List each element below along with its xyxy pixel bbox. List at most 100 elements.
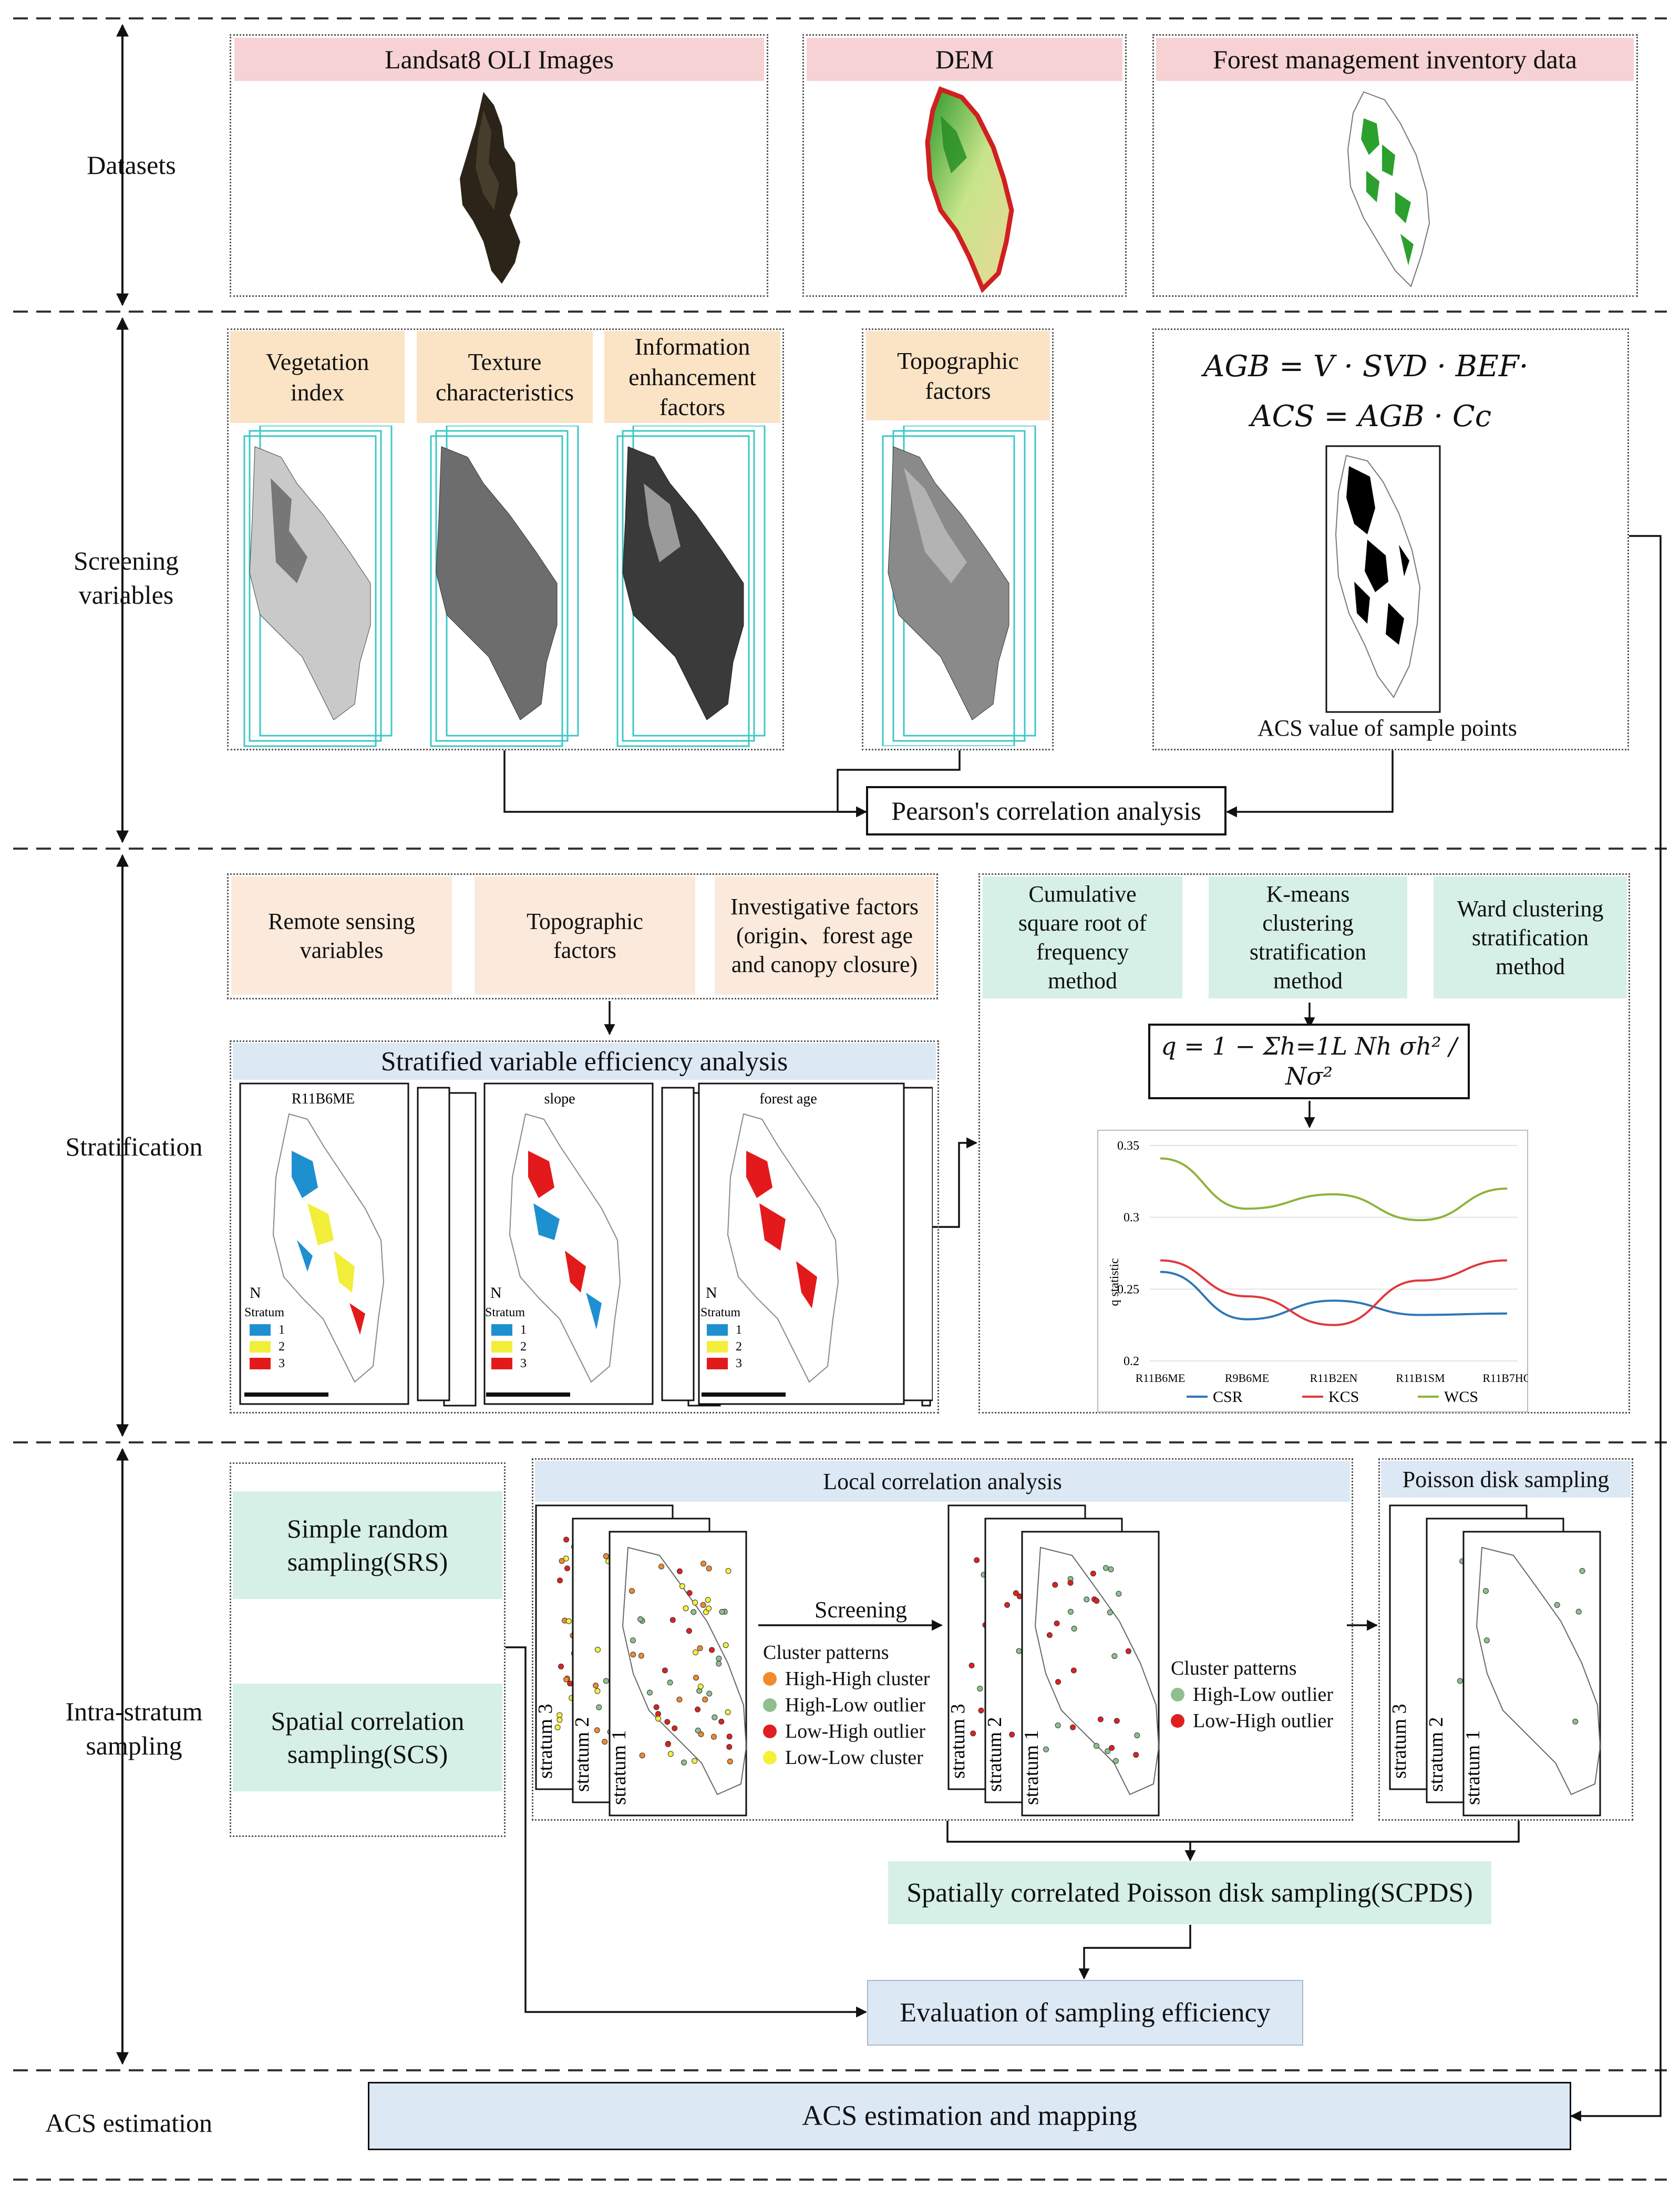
topographic-label: Topographic factors <box>866 331 1050 420</box>
sample-point <box>630 1637 636 1644</box>
screening-arrow-label: Screening <box>815 1597 907 1623</box>
sample-point <box>653 1704 659 1710</box>
svg-text:1: 1 <box>736 1323 742 1337</box>
sample-point <box>1107 1609 1113 1616</box>
svg-text:3: 3 <box>520 1357 527 1370</box>
cluster-label: High-High cluster <box>785 1668 930 1690</box>
section-acs: ACS estimation <box>45 2108 213 2138</box>
sample-point <box>1575 1608 1582 1615</box>
cluster-dot <box>763 1698 777 1712</box>
stratum-label: stratum 2 <box>571 1717 593 1792</box>
sample-point <box>556 1577 563 1584</box>
sample-point <box>686 1590 693 1596</box>
sample-point <box>593 1683 599 1689</box>
agb-formula: AGB = V · SVD · BEF· <box>1203 349 1529 384</box>
inventory-image <box>1347 91 1430 287</box>
cluster-dot <box>763 1751 777 1764</box>
information-label: Information enhancement factors <box>604 331 780 423</box>
sample-point <box>665 1741 671 1747</box>
sample-point <box>647 1689 653 1696</box>
local-correlation-title: Local correlation analysis <box>535 1461 1350 1502</box>
sample-point <box>676 1696 683 1702</box>
srs-label: Simple random sampling(SRS) <box>233 1491 502 1599</box>
svg-text:2: 2 <box>279 1340 285 1354</box>
cluster-legend-item: Low-High outlier <box>1171 1708 1333 1734</box>
sample-point <box>977 1686 983 1692</box>
efficiency-panel <box>230 1040 939 1413</box>
stratum-label: stratum 3 <box>1388 1704 1410 1779</box>
sample-point <box>1102 1565 1109 1571</box>
cluster-label: Low-Low cluster <box>785 1747 923 1769</box>
sample-point <box>1572 1718 1579 1725</box>
sample-point <box>710 1733 717 1740</box>
sample-point <box>667 1679 673 1686</box>
screening-panel <box>227 328 784 750</box>
cluster-legend-item: Low-Low cluster <box>763 1745 930 1771</box>
kmeans-label: K-means clustering stratification method <box>1209 876 1407 998</box>
sample-point <box>1133 1752 1139 1758</box>
sample-point <box>974 1557 980 1563</box>
sample-point <box>664 1719 671 1725</box>
sample-point <box>1052 1582 1058 1588</box>
sample-point <box>698 1731 704 1737</box>
acs-panel <box>1152 328 1629 750</box>
sample-point <box>968 1663 975 1669</box>
legend-title-1: Stratum <box>244 1306 284 1319</box>
sample-point <box>558 1663 564 1669</box>
cluster-dot <box>1171 1688 1184 1701</box>
sample-point <box>679 1583 686 1590</box>
section-screening: Screening variables <box>74 546 179 610</box>
sample-point <box>594 1688 601 1694</box>
sample-point <box>726 1733 733 1740</box>
x-tick-label: R9B6ME <box>1225 1371 1269 1385</box>
sample-point <box>1111 1653 1118 1659</box>
sample-point <box>695 1727 701 1733</box>
sample-point <box>628 1588 635 1594</box>
legend-label: WCS <box>1444 1388 1478 1406</box>
cluster-legend-item: High-Low outlier <box>763 1692 930 1718</box>
sample-point <box>655 1716 662 1722</box>
cluster-legend-item: Low-High outlier <box>763 1718 930 1745</box>
sample-point <box>692 1600 698 1606</box>
stratum-label: stratum 1 <box>608 1730 630 1805</box>
sample-point <box>1114 1718 1120 1724</box>
scs-label: Spatial correlation sampling(SCS) <box>233 1684 502 1791</box>
sample-point <box>658 1563 665 1570</box>
sample-point <box>705 1597 711 1603</box>
sample-point <box>727 1758 733 1764</box>
stratum-label: stratum 2 <box>1425 1717 1447 1792</box>
efficiency-title: Stratified variable efficiency analysis <box>233 1043 936 1080</box>
q-formula-box: q = 1 − Σh=1L Nh σh² / Nσ² <box>1148 1024 1470 1099</box>
sample-point <box>672 1725 678 1731</box>
sample-point <box>603 1553 609 1560</box>
sample-point <box>564 1565 570 1572</box>
cluster-label: Low-High outlier <box>1193 1710 1334 1732</box>
stratum-card <box>1021 1531 1160 1817</box>
q-formula: q = 1 − Σh=1L Nh σh² / Nσ² <box>1161 1031 1457 1091</box>
pearson-box: Pearson's correlation analysis <box>866 786 1226 835</box>
sample-point <box>718 1718 725 1725</box>
svg-text:3: 3 <box>736 1357 742 1370</box>
sample-point <box>563 1536 570 1543</box>
sample-point <box>1009 1731 1015 1738</box>
sample-point <box>563 1555 569 1562</box>
sample-point <box>681 1759 687 1766</box>
sample-point <box>690 1609 697 1615</box>
sample-point <box>706 1690 713 1697</box>
region-outline <box>622 1546 747 1795</box>
x-tick-label: R11B1SM <box>1396 1371 1445 1385</box>
legend-title-2: Stratum <box>485 1306 525 1319</box>
sample-point <box>1579 1568 1585 1574</box>
map-title-slope: slope <box>544 1091 575 1107</box>
region-outline <box>1034 1546 1160 1795</box>
sample-point <box>686 1628 692 1634</box>
map-title-r11b6me: R11B6ME <box>292 1091 355 1107</box>
landsat-panel <box>230 34 768 297</box>
sample-point <box>1105 1748 1111 1755</box>
sample-point <box>1004 1602 1011 1608</box>
sample-point <box>697 1683 704 1689</box>
y-tick-label: 0.2 <box>1124 1355 1139 1368</box>
sample-point <box>556 1717 563 1723</box>
y-axis-label: q statistic <box>1108 1258 1121 1306</box>
